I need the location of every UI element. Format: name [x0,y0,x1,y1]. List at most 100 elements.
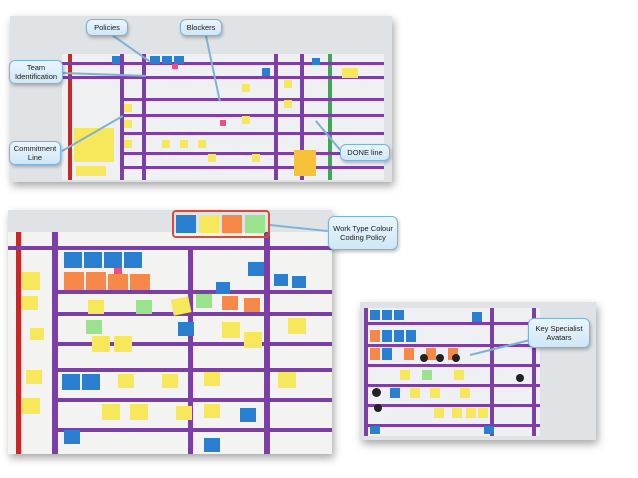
sticky-note [112,56,120,64]
board-swimlane [364,322,540,325]
sticky-note [176,406,192,420]
sticky-note [76,166,106,176]
sticky-note [174,56,184,64]
sticky-note [64,272,84,290]
sticky-note [370,426,380,434]
sticky-note [294,150,316,176]
sticky-note [92,336,110,352]
sticky-note [248,262,264,276]
sticky-note [64,252,82,268]
board-swimlane [364,344,540,347]
sticky-note [382,330,392,342]
board-column-divider [142,54,146,180]
legend-sticky-yellow [199,215,219,233]
board-swimlane [56,368,332,372]
sticky-note [22,296,38,310]
sticky-note [74,128,114,162]
board-column-divider [120,54,124,180]
sticky-note [382,310,392,320]
sticky-note [370,348,380,360]
specialist-avatar [420,354,428,362]
sticky-note [204,438,220,452]
specialist-avatar [436,354,444,362]
specialist-avatar [374,404,382,412]
commitment-line-callout: Commitment Line [9,141,61,165]
board-swimlane [364,404,540,407]
sticky-note [198,140,206,148]
board-column-divider [300,54,304,180]
board-swimlane [122,152,384,155]
sticky-note [242,116,250,124]
board-swimlane [56,290,332,294]
commitment-line-marker [16,232,21,454]
blocker-sticky [114,268,122,276]
sticky-note [284,100,292,108]
key-specialist-avatars-callout: Key Specialist Avatars [528,318,590,348]
kanban-board [8,232,332,454]
sticky-note [478,408,488,418]
sticky-note [204,404,220,418]
sticky-note [26,370,42,384]
sticky-note [62,374,80,390]
specialist-avatar [516,374,524,382]
sticky-note [222,322,240,338]
sticky-note [284,80,292,88]
board-column-divider [490,308,494,436]
board-swimlane [56,342,332,346]
sticky-note [472,312,482,322]
sticky-note [394,330,404,342]
commitment-line-marker [68,54,72,180]
sticky-note [400,370,410,380]
sticky-note [108,274,128,290]
sticky-note [406,330,416,342]
sticky-note [278,372,296,388]
sticky-note [452,408,462,418]
sticky-note [404,348,414,360]
sticky-note [426,348,436,360]
sticky-note [84,252,102,268]
board-swimlane [62,76,384,79]
sticky-note [262,68,270,76]
sticky-note [88,300,104,314]
sticky-note [222,296,238,310]
sticky-note [242,84,250,92]
board-swimlane [364,384,540,387]
board-column-divider [364,308,368,436]
board-swimlane [56,428,332,432]
sticky-note [342,68,358,78]
sticky-note [136,300,152,314]
sticky-note [30,328,44,340]
sticky-note [124,252,142,268]
sticky-note [180,140,188,148]
sticky-note [454,370,464,380]
sticky-note [196,294,212,308]
board-swimlane [364,364,540,367]
sticky-note [312,58,320,65]
board-swimlane [122,98,384,101]
sticky-note [422,370,432,380]
board-photo-top [10,16,392,182]
legend-sticky-green [245,215,265,233]
legend-sticky-orange [222,215,242,233]
board-photo-bottom-left [8,210,332,454]
sticky-note [124,104,132,112]
sticky-note [240,408,256,422]
board-swimlane [122,166,384,169]
done-line-marker [328,54,332,180]
sticky-note [410,388,420,398]
specialist-avatar [452,354,460,362]
blockers-callout: Blockers [180,19,222,36]
board-column-divider [188,248,193,454]
sticky-note [130,404,148,420]
kanban-board [364,308,540,436]
sticky-note [204,372,220,386]
sticky-note [86,272,106,290]
sticky-note [162,374,178,388]
sticky-note [244,298,260,312]
board-swimlane [62,62,384,65]
sticky-note [244,332,262,348]
sticky-note [86,320,102,334]
kanban-board [62,54,384,180]
board-swimlane [8,246,332,250]
work-type-policy-callout: Work Type Colour Coding Policy [328,216,398,250]
